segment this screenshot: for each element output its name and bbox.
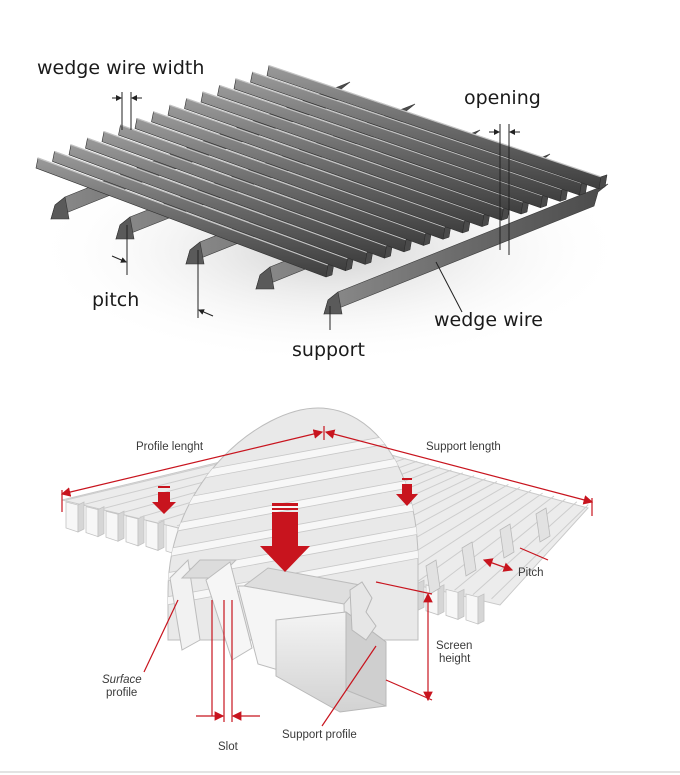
surface-stripe (472, 501, 578, 595)
profile-slat (125, 515, 139, 547)
label-screen-height-2: height (439, 653, 471, 665)
support-length-dimension (324, 429, 594, 505)
pitch-arrow-right (198, 309, 214, 317)
label-wedge-wire: wedge wire (434, 309, 543, 331)
screen-height-top-ext (375, 581, 433, 595)
wedge-wire-highlight (153, 111, 465, 222)
surface-stripe (435, 495, 555, 587)
pitch-tick (519, 547, 549, 561)
wedge-wire-highlight (252, 71, 582, 184)
profile-slat-side (457, 588, 465, 621)
side-support (461, 541, 477, 577)
profile-slat-side (437, 584, 445, 616)
big-profile-1 (169, 558, 201, 651)
wedge-wire-highlight (169, 104, 485, 216)
wedge-wire-end (598, 174, 608, 190)
side-support (535, 507, 551, 543)
wedge-wire-pointer (435, 261, 463, 313)
profile-slat (65, 501, 79, 533)
surface-profile-pointer (143, 599, 179, 673)
support-end (323, 291, 343, 315)
support-end (115, 216, 135, 240)
large-red-arrow (260, 512, 310, 572)
wedge-wire-highlight (186, 98, 504, 209)
label-pitch-bottom: Pitch (518, 567, 544, 579)
wedge-wire-highlight (120, 124, 426, 235)
wedge-wire-highlight (235, 78, 563, 190)
wedge-wire-highlight (103, 131, 407, 241)
large-red-arrow-bar2 (272, 508, 298, 510)
support-end (50, 196, 70, 220)
surface-stripe (417, 492, 543, 583)
wedge-wire-highlight (87, 137, 387, 247)
profile-slat (465, 593, 479, 625)
wedge-wire-highlight (268, 65, 602, 178)
surface-stripe (491, 504, 589, 600)
top-diagram: wedge wire width opening pitch wedge wir… (30, 57, 630, 365)
profile-slat-side (137, 515, 145, 547)
wedge-wire-highlight (54, 150, 348, 260)
wedge-wire-highlight (202, 91, 524, 203)
label-surface-profile-1: Surface (102, 674, 142, 686)
support-profile-block-side (345, 611, 387, 707)
wedge-wire-highlight (219, 84, 543, 197)
side-support (425, 559, 441, 595)
label-support: support (292, 339, 365, 361)
side-supports (425, 507, 551, 595)
support-profile-tooth (349, 581, 377, 641)
profile-slat-side (477, 593, 485, 625)
label-opening: opening (464, 87, 541, 109)
wedge-wire-highlight (37, 157, 329, 266)
label-pitch: pitch (92, 289, 139, 311)
profile-slat-side (417, 579, 425, 611)
profile-slat-side (77, 501, 85, 533)
large-red-arrow-bar1 (272, 503, 298, 506)
label-surface-profile-2: profile (106, 687, 137, 699)
profile-slat (445, 588, 459, 620)
label-slot: Slot (218, 741, 239, 753)
support-profile-pointer (321, 645, 377, 727)
red-arrow-left-bar (158, 486, 170, 488)
pitch-arrow-left (111, 255, 127, 263)
profile-slat (145, 519, 159, 551)
red-arrow-left (152, 492, 176, 514)
pitch-dimension (482, 558, 514, 572)
screen-height-bottom-ext (385, 679, 433, 701)
label-wedge-wire-width: wedge wire width (37, 57, 204, 79)
red-arrow-right-bar (402, 478, 412, 480)
top-dimension-marks (111, 92, 520, 330)
profile-slat-side (97, 505, 105, 538)
profile-slat (105, 510, 119, 542)
wedge-wire-highlight (70, 144, 368, 253)
wedge-wires (35, 65, 608, 278)
wedge-wire-highlight (136, 117, 446, 228)
side-support (499, 523, 515, 559)
red-dimension-lines (60, 426, 594, 727)
profile-length-dimension (60, 429, 324, 497)
magnified-detail (167, 407, 419, 713)
surface-stripe (398, 489, 532, 578)
profile-slat-side (157, 519, 165, 552)
support-end (255, 266, 275, 290)
big-profile-2 (205, 561, 253, 661)
load-arrows (260, 503, 310, 572)
profile-slat (85, 506, 99, 538)
label-support-length: Support length (426, 441, 501, 453)
label-profile-length: Profile lenght (136, 441, 204, 453)
profile-slat-side (117, 510, 125, 542)
label-screen-height-1: Screen (436, 640, 472, 652)
label-support-profile: Support profile (282, 729, 357, 741)
bottom-diagram: Profile lenght Support length Pitch Scre… (60, 407, 594, 753)
